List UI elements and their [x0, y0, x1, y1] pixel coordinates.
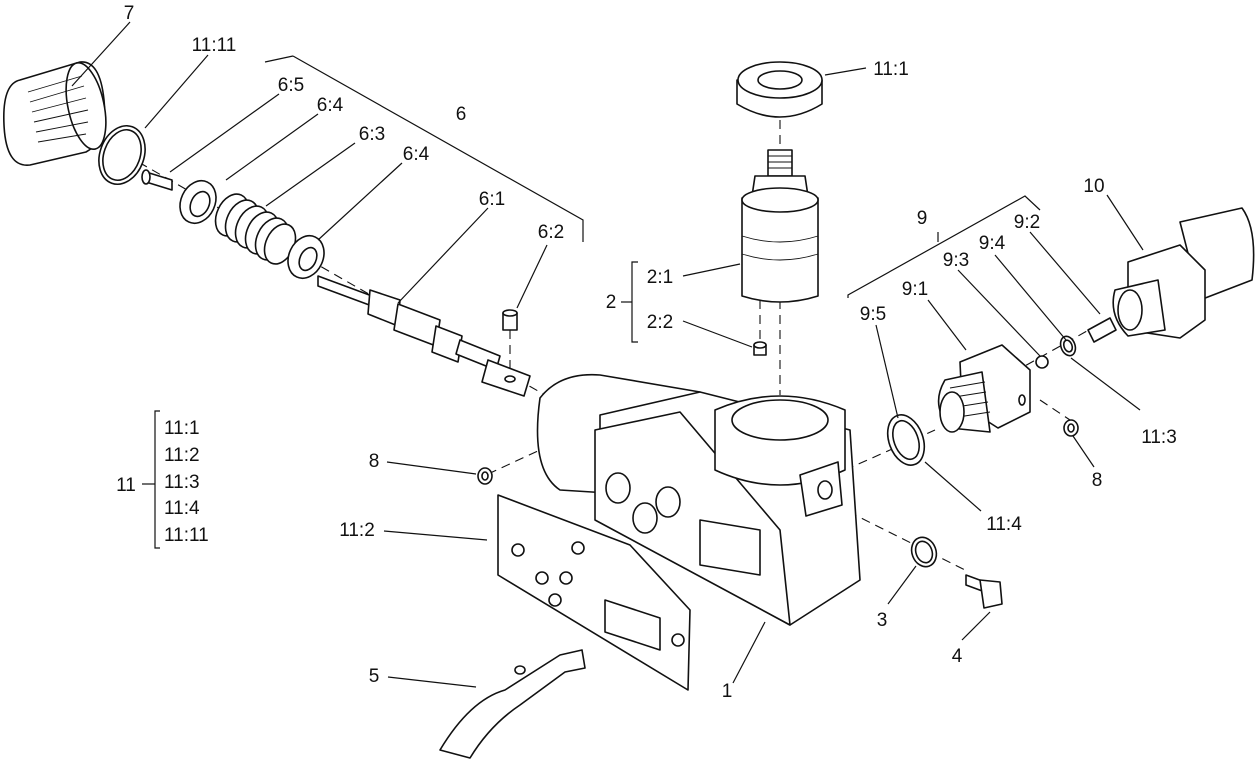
plug-part-8-right — [1063, 419, 1079, 437]
callout-7: 7 — [124, 3, 135, 24]
ball-part-9-3 — [1035, 355, 1049, 369]
plug-screw-part-4 — [965, 574, 1003, 609]
callout-2: 2 — [606, 292, 617, 313]
callout-9: 9 — [917, 208, 928, 229]
callout-labels: 7 11:11 6:5 6:4 6:3 6 6:4 6:1 6:2 11:1 2… — [124, 3, 1177, 702]
callout-11-1: 11:1 — [873, 59, 909, 80]
callout-2-2: 2:2 — [647, 312, 673, 333]
relief-valve-part-9-1 — [937, 344, 1031, 433]
group-bracket-6 — [264, 55, 584, 242]
gasket-part-11-2 — [497, 494, 691, 691]
end-cap-part-7 — [3, 61, 107, 166]
callout-6-3: 6:3 — [359, 124, 385, 145]
o-ring-part-11-11 — [98, 125, 146, 185]
callout-11-4: 11:4 — [986, 514, 1022, 535]
callout-6-4b: 6:4 — [403, 144, 430, 165]
sensor-part-10 — [1112, 207, 1255, 339]
kit-legend-item: 11:11 — [164, 525, 209, 546]
leader-lines — [71, 21, 1144, 688]
callout-1: 1 — [722, 681, 733, 702]
callout-9-2: 9:2 — [1014, 212, 1040, 233]
valve-body-part-1 — [536, 373, 861, 626]
group-bracket-11 — [142, 410, 160, 549]
shaft-housing-part-2-1 — [741, 149, 819, 303]
kit-legend-label: 11 — [116, 475, 136, 496]
callout-9-4: 9:4 — [979, 233, 1006, 254]
callout-9-5: 9:5 — [860, 304, 886, 325]
kit-legend-item: 11:3 — [164, 472, 200, 493]
spring-seat-part-6-4-lower — [287, 235, 325, 279]
screw-part-6-2 — [502, 309, 518, 331]
callout-6-2: 6:2 — [538, 222, 564, 243]
callout-3: 3 — [877, 610, 888, 631]
callout-6-4a: 6:4 — [317, 95, 344, 116]
seal-part-11-1 — [736, 61, 823, 118]
lever-part-5 — [439, 649, 586, 759]
kit-legend: 11 11:1 11:2 11:3 11:4 11:11 — [116, 418, 209, 546]
o-ring-part-11-3 — [1059, 335, 1077, 357]
spring-seat-part-6-4-upper — [179, 180, 217, 224]
callout-6: 6 — [456, 104, 467, 125]
group-bracket-2 — [621, 261, 638, 343]
callout-5: 5 — [369, 666, 380, 687]
spring-part-6-3 — [214, 193, 297, 265]
callout-6-5: 6:5 — [278, 75, 304, 96]
washer-part-3 — [910, 536, 938, 568]
callout-8-left: 8 — [369, 451, 380, 472]
callout-9-1: 9:1 — [902, 279, 928, 300]
callout-4: 4 — [952, 646, 963, 667]
screw-part-2-2 — [753, 341, 767, 356]
pin-part-6-5 — [141, 169, 173, 191]
kit-legend-item: 11:4 — [164, 498, 200, 519]
callout-11-11: 11:11 — [192, 35, 237, 56]
group-bracket-9 — [847, 195, 1041, 298]
callout-2-1: 2:1 — [647, 267, 673, 288]
callout-11-2: 11:2 — [339, 520, 375, 541]
callout-9-3: 9:3 — [943, 250, 969, 271]
kit-legend-item: 11:2 — [164, 445, 200, 466]
callout-10: 10 — [1083, 176, 1104, 197]
callout-6-1: 6:1 — [479, 189, 505, 210]
callout-11-3: 11:3 — [1141, 427, 1177, 448]
plug-part-8-left — [477, 467, 493, 485]
spool-part-6-1 — [317, 275, 531, 397]
kit-legend-item: 11:1 — [164, 418, 200, 439]
o-ring-part-11-4 — [886, 414, 926, 466]
poppet-part-9-2 — [1087, 317, 1117, 343]
callout-8-right: 8 — [1092, 470, 1103, 491]
